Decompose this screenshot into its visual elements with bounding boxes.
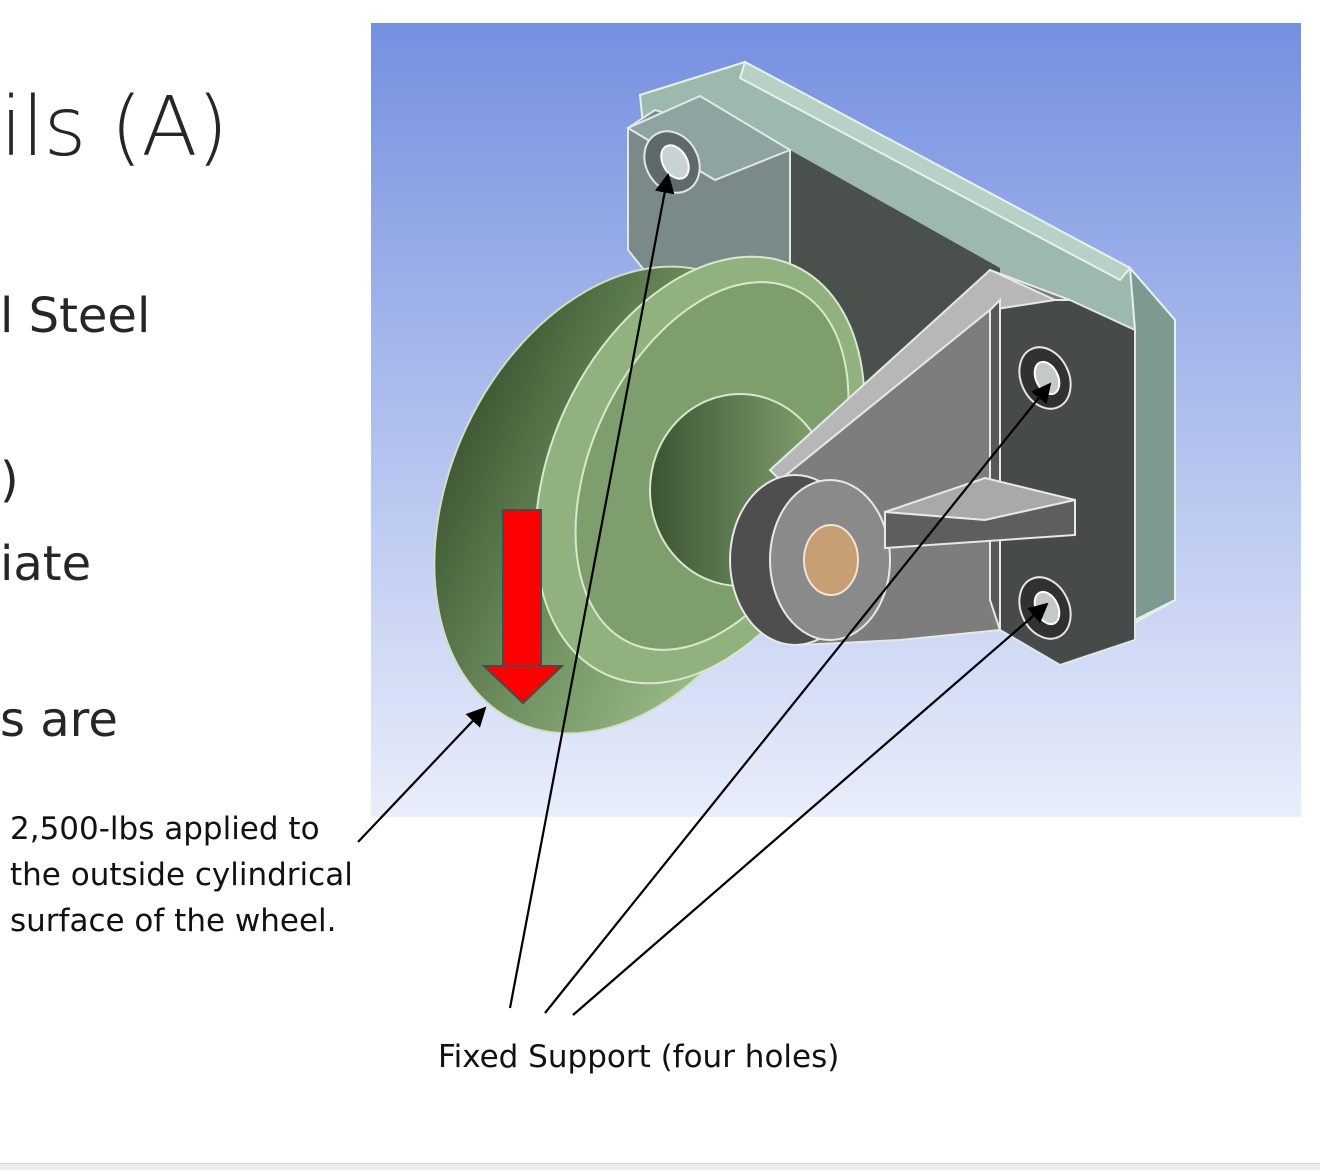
bullet-are: s are bbox=[0, 692, 118, 748]
support-leader-arrows bbox=[508, 173, 1052, 1016]
force-arrow-red bbox=[481, 509, 565, 705]
bottom-bar bbox=[0, 1163, 1320, 1170]
bullet-paren: ) bbox=[0, 452, 19, 508]
force-label: 2,500-lbs applied to the outside cylindr… bbox=[10, 806, 380, 944]
force-label-line: surface of the wheel. bbox=[10, 903, 337, 939]
slide-title-fragment: ils (A) bbox=[0, 80, 228, 175]
axle-pin bbox=[803, 524, 859, 596]
bullet-material: l Steel bbox=[0, 288, 151, 344]
force-label-line: 2,500-lbs applied to bbox=[10, 811, 320, 847]
force-label-line: the outside cylindrical bbox=[10, 857, 353, 893]
force-leader-arrow bbox=[357, 706, 487, 843]
bullet-iate: iate bbox=[0, 536, 92, 592]
support-label: Fixed Support (four holes) bbox=[438, 1039, 840, 1075]
